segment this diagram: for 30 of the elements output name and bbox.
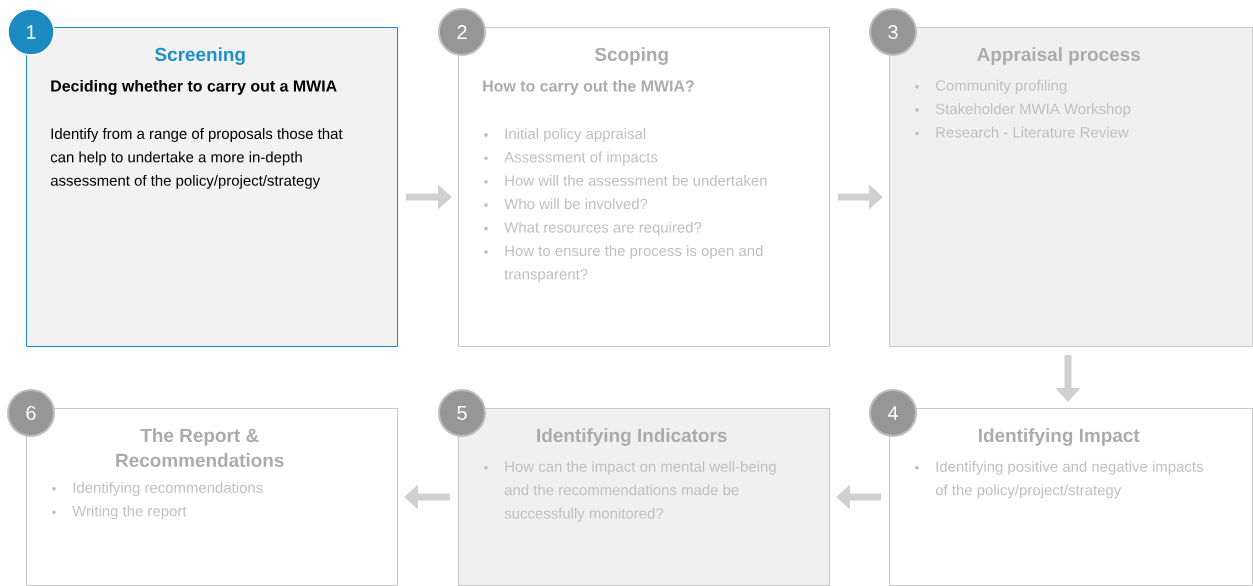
bullet-item: How to ensure the process is open and transparent? bbox=[504, 245, 763, 283]
bullet-item: Identifying positive and negative impacts of the policy/project/strategy bbox=[935, 460, 1203, 499]
bullet-item: How will the assessment be undertaken bbox=[505, 174, 767, 186]
step-subheading: How to carry out the MWIA? bbox=[483, 79, 694, 95]
bullet-item: Writing the report bbox=[72, 505, 187, 520]
step-title: The Report & Recommendations bbox=[116, 428, 284, 467]
step-box bbox=[458, 27, 830, 347]
step-number: 3 bbox=[869, 8, 917, 56]
step-box bbox=[26, 27, 398, 347]
step-number: 2 bbox=[438, 8, 486, 56]
step-number: 5 bbox=[438, 389, 486, 437]
step-box bbox=[889, 27, 1253, 347]
step-title: Scoping bbox=[594, 47, 668, 65]
step-number: 6 bbox=[7, 389, 55, 437]
bullet-item: Identifying recommendations bbox=[73, 482, 263, 496]
step-title: Identifying Impact bbox=[979, 428, 1140, 446]
step-subheading: Deciding whether to carry out a MWIA bbox=[51, 79, 337, 95]
step-box bbox=[458, 408, 830, 586]
bullet-item: Initial policy appraisal bbox=[505, 128, 646, 142]
step-number: 1 bbox=[7, 8, 55, 56]
step-box bbox=[26, 408, 398, 586]
bullet-item: Assessment of impacts bbox=[504, 151, 658, 166]
step-title: Appraisal process bbox=[977, 47, 1140, 65]
step-box bbox=[889, 408, 1253, 586]
step-number: 4 bbox=[869, 389, 917, 437]
step-title: Identifying Indicators bbox=[537, 428, 727, 446]
step-title: Screening bbox=[155, 47, 245, 65]
bullet-item: What resources are required? bbox=[504, 221, 702, 236]
step-description: Identify from a range of proposals those that can help to undertake a more in-depth assessment of the policy/project/strategy bbox=[50, 128, 343, 189]
bullet-item: Who will be involved? bbox=[504, 198, 648, 210]
